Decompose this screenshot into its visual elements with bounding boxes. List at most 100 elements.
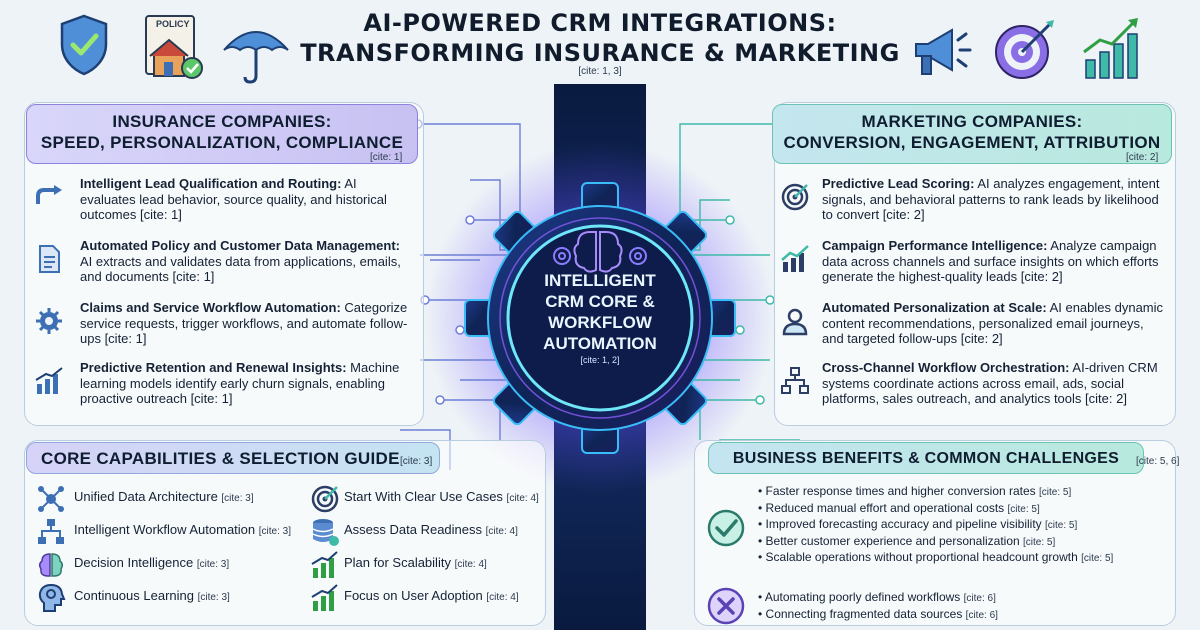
umbrella-icon bbox=[223, 31, 289, 84]
core-gear bbox=[464, 182, 736, 454]
selection-guide-item-label: Start With Clear Use Cases bbox=[344, 489, 507, 504]
target-icon bbox=[311, 485, 339, 513]
insurance-header-cite: [cite: 1] bbox=[370, 152, 403, 163]
selection-guide-item-cite: [cite: 4] bbox=[506, 493, 539, 504]
shield-check-icon bbox=[60, 14, 108, 76]
capability-item-label: Decision Intelligence bbox=[74, 555, 197, 570]
benefit-item: • Better customer experience and persona… bbox=[758, 533, 1055, 552]
growth-chart-icon bbox=[1083, 18, 1138, 79]
benefit-item-bullet: • bbox=[758, 533, 766, 548]
routing-arrow-icon bbox=[36, 185, 62, 204]
benefit-item: • Scalable operations without proportion… bbox=[758, 549, 1113, 568]
benefit-item-cite: [cite: 5] bbox=[1081, 553, 1114, 564]
benefit-item: • Improved forecasting accuracy and pipe… bbox=[758, 516, 1077, 535]
benefit-item-cite: [cite: 5] bbox=[1039, 487, 1072, 498]
policy-document-graphic bbox=[145, 15, 203, 79]
title-line-2: TRANSFORMING INSURANCE & MARKETING bbox=[300, 39, 900, 67]
bar-chart-icon bbox=[35, 367, 63, 394]
marketing-item-text: AI-driven CRM systems coordinate actions… bbox=[822, 360, 1158, 406]
insurance-header-line-1: INSURANCE COMPANIES: bbox=[112, 112, 332, 131]
brain-icon bbox=[38, 553, 64, 577]
insurance-item: Claims and Service Workflow Automation: … bbox=[80, 300, 410, 347]
capabilities-header-title: CORE CAPABILITIES & SELECTION GUIDE bbox=[41, 449, 400, 468]
capability-item-cite: [cite: 3] bbox=[221, 493, 254, 504]
insurance-item: Predictive Retention and Renewal Insight… bbox=[80, 360, 410, 407]
marketing-item-title: Predictive Lead Scoring: bbox=[822, 176, 975, 191]
marketing-header: MARKETING COMPANIES: CONVERSION, ENGAGEM… bbox=[772, 104, 1172, 164]
target-icon bbox=[781, 183, 809, 211]
target-icon bbox=[995, 20, 1054, 79]
challenge-item-label: Automating poorly defined workflows bbox=[764, 590, 964, 604]
insurance-item-text: Categorize service requests, trigger wor… bbox=[80, 300, 408, 346]
capability-item-label: Continuous Learning bbox=[74, 588, 198, 603]
benefit-item: • Reduced manual effort and operational … bbox=[758, 500, 1040, 519]
benefit-item-label: Reduced manual effort and operational co… bbox=[765, 500, 1008, 515]
selection-guide-item: Assess Data Readiness [cite: 4] bbox=[344, 522, 518, 540]
insurance-item-text: AI extracts and validates data from appl… bbox=[80, 253, 401, 285]
selection-guide-item: Focus on User Adoption [cite: 4] bbox=[344, 588, 519, 606]
insurance-item-title: Claims and Service Workflow Automation: bbox=[80, 300, 341, 315]
insurance-header: INSURANCE COMPANIES: SPEED, PERSONALIZAT… bbox=[26, 104, 418, 164]
hierarchy-icon bbox=[38, 519, 64, 544]
challenge-item-bullet: • bbox=[758, 606, 766, 621]
core-line-2: CRM CORE & bbox=[545, 292, 655, 311]
benefit-item-label: Improved forecasting accuracy and pipeli… bbox=[765, 517, 1046, 531]
insurance-item: Automated Policy and Customer Data Manag… bbox=[80, 238, 410, 285]
benefit-item-bullet: • bbox=[758, 517, 766, 531]
capabilities-header: CORE CAPABILITIES & SELECTION GUIDE bbox=[26, 442, 440, 474]
selection-guide-item-cite: [cite: 4] bbox=[486, 592, 519, 603]
benefit-item-label: Scalable operations without proportional… bbox=[765, 550, 1082, 564]
benefit-item-bullet: • bbox=[758, 484, 766, 498]
selection-guide-item-label: Focus on User Adoption bbox=[344, 588, 487, 603]
core-symbols bbox=[553, 231, 647, 273]
insurance-item-title: Automated Policy and Customer Data Manag… bbox=[80, 238, 400, 253]
benefits-header-cite: [cite: 5, 6] bbox=[1136, 456, 1180, 467]
growth-chart-icon bbox=[311, 584, 338, 611]
marketing-header-line-1: MARKETING COMPANIES: bbox=[861, 112, 1083, 131]
capability-item: Decision Intelligence [cite: 3] bbox=[74, 555, 229, 573]
policy-label: POLICY bbox=[156, 19, 190, 29]
selection-guide-item-cite: [cite: 4] bbox=[485, 526, 518, 537]
capability-item-cite: [cite: 3] bbox=[258, 526, 291, 537]
benefit-item-cite: [cite: 5] bbox=[1045, 520, 1078, 531]
marketing-item: Cross-Channel Workflow Orchestration: AI… bbox=[822, 360, 1168, 407]
network-icon bbox=[38, 486, 64, 512]
page-title: AI-POWERED CRM INTEGRATIONS: TRANSFORMIN… bbox=[300, 8, 900, 68]
capability-item: Unified Data Architecture [cite: 3] bbox=[74, 489, 254, 507]
challenge-item-label: Connecting fragmented data sources bbox=[765, 606, 966, 621]
insurance-item-text: Machine learning models identify early c… bbox=[80, 360, 400, 406]
core-line-4: AUTOMATION bbox=[543, 334, 657, 353]
capability-item: Intelligent Workflow Automation [cite: 3… bbox=[74, 522, 291, 540]
marketing-item: Predictive Lead Scoring: AI analyzes eng… bbox=[822, 176, 1168, 223]
capability-item-label: Unified Data Architecture bbox=[74, 489, 222, 504]
user-icon bbox=[782, 308, 808, 336]
database-icon bbox=[312, 519, 339, 546]
marketing-header-line-2: CONVERSION, ENGAGEMENT, ATTRIBUTION bbox=[783, 133, 1161, 152]
title-line-1: AI-POWERED CRM INTEGRATIONS: bbox=[363, 9, 837, 37]
core-label: INTELLIGENT CRM CORE & WORKFLOW AUTOMATI… bbox=[520, 270, 680, 366]
megaphone-icon bbox=[915, 28, 972, 75]
learning-head-icon bbox=[38, 583, 66, 612]
capabilities-header-cite: [cite: 3] bbox=[400, 456, 433, 467]
challenge-item-cite: [cite: 6] bbox=[965, 609, 998, 621]
selection-guide-item: Plan for Scalability [cite: 4] bbox=[344, 555, 487, 573]
marketing-item-text: Analyze campaign data across channels an… bbox=[822, 238, 1159, 284]
check-circle-icon bbox=[707, 509, 745, 547]
marketing-item-title: Cross-Channel Workflow Orchestration: bbox=[822, 360, 1070, 375]
core-cite: [cite: 1, 2] bbox=[580, 355, 620, 365]
marketing-item-text: AI enables dynamic content recommendatio… bbox=[822, 300, 1164, 346]
core-line-1: INTELLIGENT bbox=[544, 271, 656, 290]
benefit-item-cite: [cite: 5] bbox=[1023, 536, 1056, 548]
benefit-item-label: Faster response times and higher convers… bbox=[765, 484, 1040, 498]
capability-item: Continuous Learning [cite: 3] bbox=[74, 588, 230, 606]
challenge-item: • Connecting fragmented data sources [ci… bbox=[758, 606, 998, 625]
benefit-item-bullet: • bbox=[758, 550, 766, 564]
gear-icon bbox=[36, 308, 62, 334]
selection-guide-item-cite: [cite: 4] bbox=[454, 559, 487, 570]
selection-guide-item-label: Plan for Scalability bbox=[344, 555, 455, 570]
capability-item-cite: [cite: 3] bbox=[197, 592, 230, 603]
challenge-item-cite: [cite: 6] bbox=[963, 593, 996, 604]
x-circle-icon bbox=[707, 587, 745, 625]
workflow-icon bbox=[781, 367, 809, 394]
